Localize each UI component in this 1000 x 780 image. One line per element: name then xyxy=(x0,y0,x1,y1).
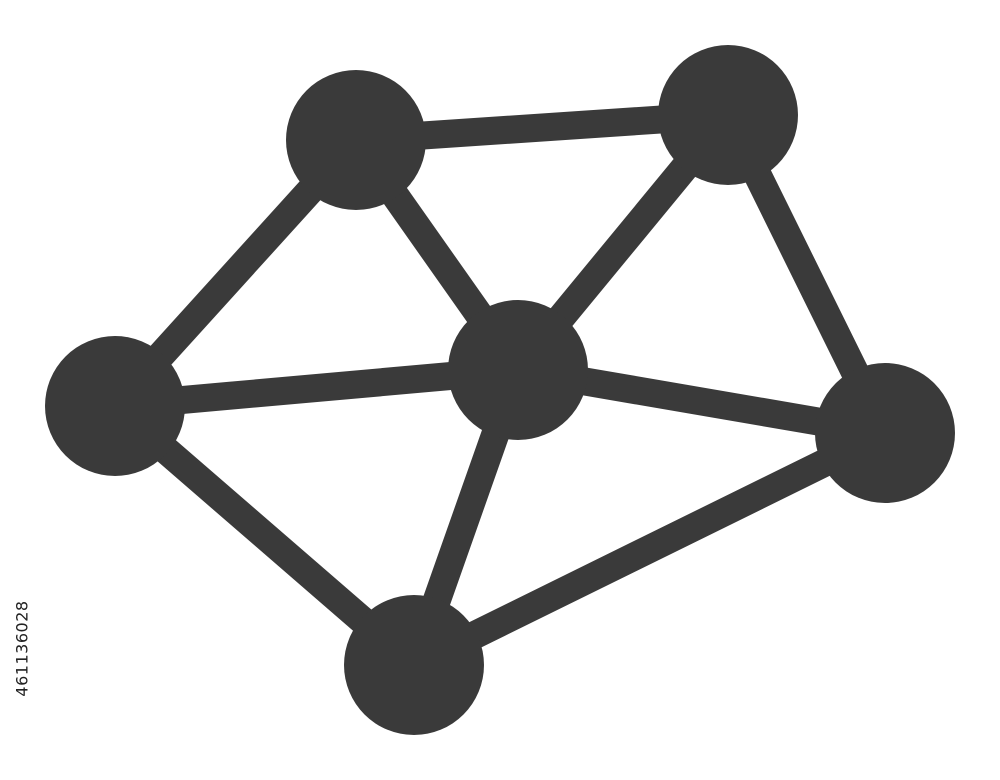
node-top-right xyxy=(658,45,798,185)
image-id-label: 461136028 xyxy=(12,548,32,748)
node-top-left xyxy=(286,70,426,210)
network-nodes xyxy=(45,45,955,735)
image-id-text: 461136028 xyxy=(12,599,32,697)
node-bottom xyxy=(344,595,484,735)
node-center xyxy=(448,300,588,440)
node-left xyxy=(45,336,185,476)
link-right-bottom xyxy=(400,419,899,679)
node-right xyxy=(815,363,955,503)
